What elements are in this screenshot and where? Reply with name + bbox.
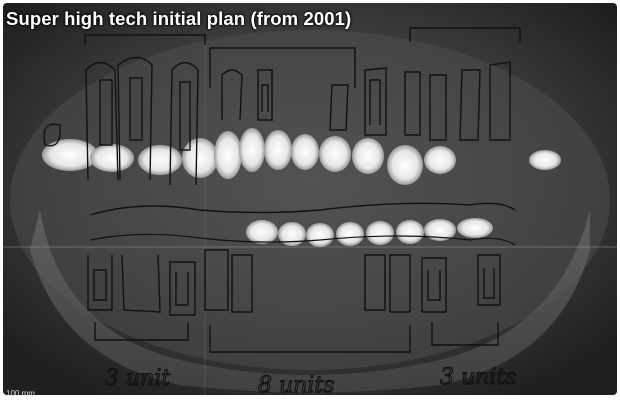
label-middle-units: 8 units — [258, 373, 335, 398]
lower-crowns — [246, 218, 493, 247]
upper-tooth-sketches — [43, 56, 511, 186]
scale-marker: 100 mm — [6, 389, 35, 398]
label-right-units: 3 units — [440, 365, 517, 390]
lower-tooth-sketches — [87, 249, 501, 316]
label-left-units: 3 unit — [105, 366, 170, 391]
lower-occlusal-sketch — [89, 202, 516, 216]
upper-brackets — [84, 27, 521, 88]
lower-brackets — [94, 322, 499, 353]
image-caption: Super high tech initial plan (from 2001) — [6, 8, 352, 29]
